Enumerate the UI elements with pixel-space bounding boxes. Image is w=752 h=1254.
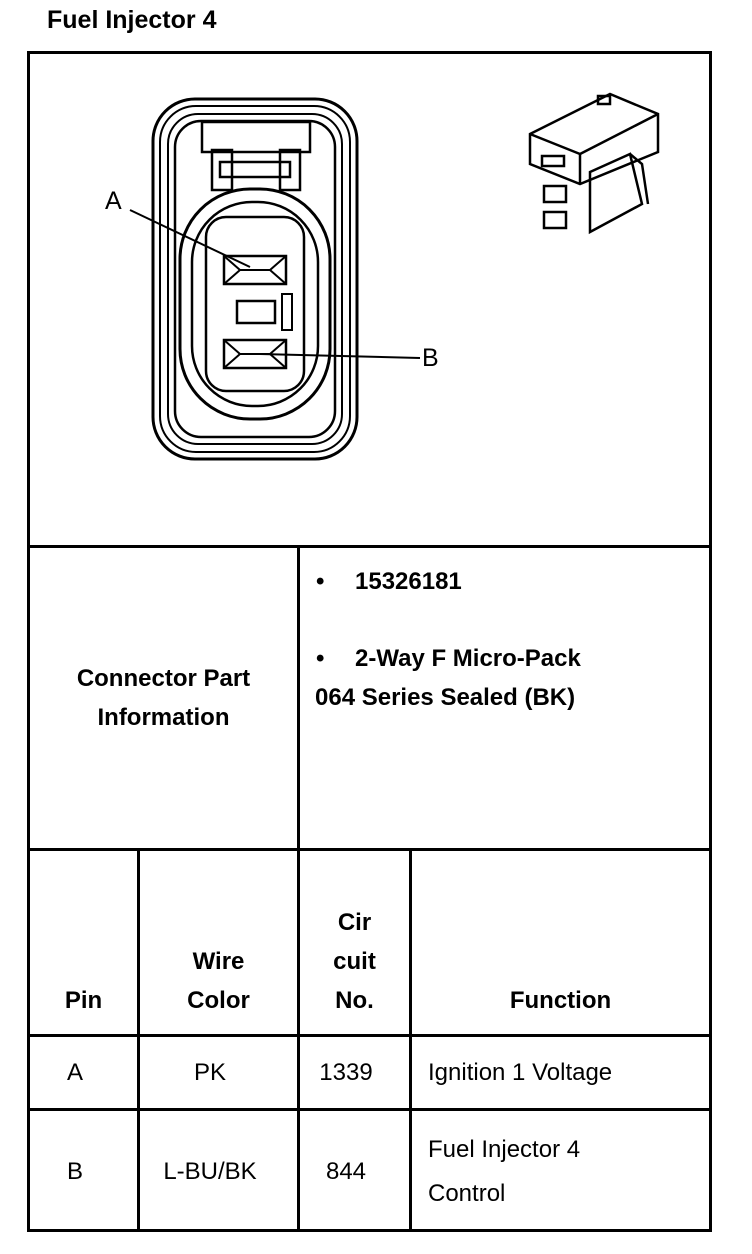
connector-type-continuation: 064 Series Sealed (BK) (315, 684, 576, 711)
connector-type: 2-Way F Micro-Pack (355, 645, 581, 672)
header-wire-color-line-2: Color (187, 987, 250, 1014)
divider-row-a (27, 1108, 712, 1111)
table-row-b-function-line-2: Control (428, 1179, 506, 1207)
pin-label-a: A (105, 187, 122, 215)
table-row-a-function-line-1: Ignition 1 Voltage (428, 1058, 613, 1086)
part-number: 15326181 (355, 568, 462, 595)
divider-header (27, 1034, 712, 1037)
header-circuit-no: Cir cuit No. (300, 851, 409, 1034)
page-title: Fuel Injector 4 (47, 6, 217, 34)
connector-diagram: A B (30, 54, 709, 545)
table-row-b-circuit: 844 (325, 1157, 367, 1185)
pin-label-b: B (422, 344, 439, 372)
table-row-b-pin: B (66, 1157, 83, 1185)
divider-info-col (297, 548, 300, 848)
divider-col-3 (409, 851, 412, 1232)
header-circuit-line-2: cuit (333, 948, 376, 975)
divider-diagram (27, 545, 712, 548)
divider-col-1 (137, 851, 140, 1232)
header-pin: Pin (30, 851, 137, 1034)
connector-face-illustration (129, 92, 660, 461)
divider-col-2 (297, 851, 300, 1232)
table-row-b-function: Fuel Injector 4 Control (428, 1111, 709, 1232)
table-row-a-function: Ignition 1 Voltage (428, 1037, 709, 1108)
connector-part-info-line-2: Information (97, 704, 230, 731)
connector-part-bullets: • 15326181 • 2-Way F Micro-Pack 064 Seri… (300, 548, 709, 848)
connector-part-info-label: Connector Part Information (30, 548, 297, 848)
header-wire-color-line-1: Wire (192, 948, 245, 975)
header-function: Function (412, 851, 709, 1034)
connector-part-info-line-1: Connector Part (76, 665, 251, 692)
table-row-b-function-line-1: Fuel Injector 4 (428, 1135, 581, 1163)
bullet-dot: • (316, 568, 325, 595)
header-circuit-line-3: No. (335, 987, 374, 1014)
table-row-b-wire-color: L-BU/BK (163, 1157, 257, 1185)
table-row-a-pin: A (66, 1058, 83, 1086)
header-function-line-1: Function (509, 987, 612, 1014)
header-pin-line-1: Pin (64, 987, 103, 1014)
header-wire-color: Wire Color (140, 851, 297, 1034)
table-row-a-circuit: 1339 (319, 1058, 373, 1086)
connector-table-frame (27, 51, 712, 1232)
divider-info (27, 848, 712, 851)
header-circuit-line-1: Cir (337, 909, 372, 936)
table-row-a-wire-color: PK (193, 1058, 226, 1086)
bullet-dot: • (316, 645, 325, 672)
